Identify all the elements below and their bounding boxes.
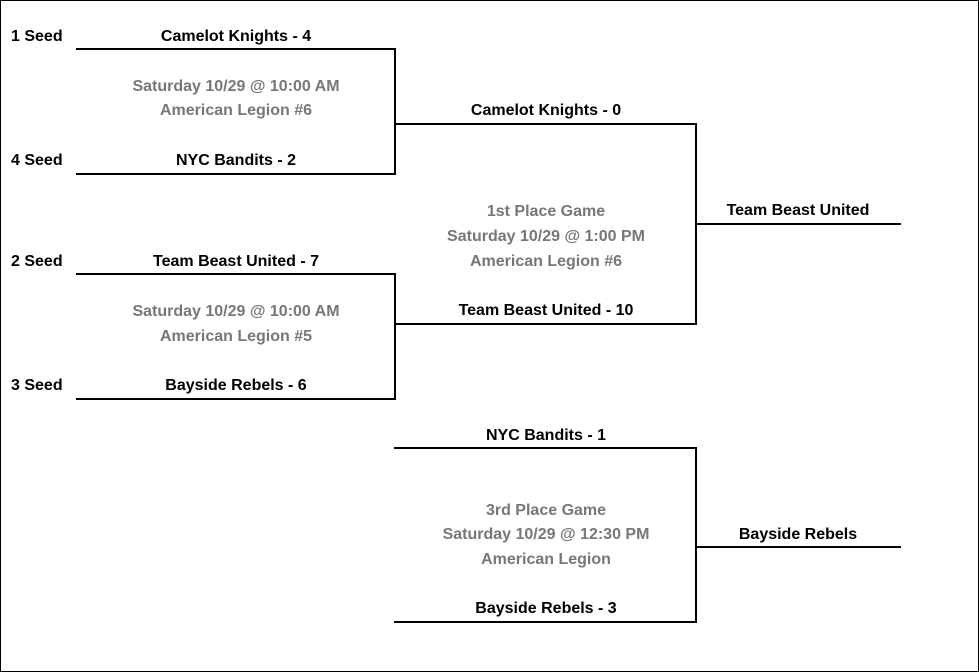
- third-place-winner-line: [695, 546, 901, 548]
- final-title: 1st Place Game: [486, 203, 606, 220]
- third-place-winner-label: Bayside Rebels: [738, 526, 858, 543]
- third-place-date: Saturday 10/29 @ 12:30 PM: [442, 526, 650, 543]
- semifinal-2-top-team: Team Beast United - 7: [153, 253, 319, 270]
- final-winner-line: [695, 223, 901, 225]
- third-place-top-line: [394, 447, 697, 449]
- semifinal-1-connector: [394, 48, 396, 175]
- final-bottom-team: Team Beast United - 10: [458, 302, 634, 319]
- third-place-title: 3rd Place Game: [485, 502, 607, 519]
- semifinal-2-connector: [394, 273, 396, 400]
- third-place-top-team: NYC Bandits - 1: [485, 427, 607, 444]
- final-bottom-line: [394, 323, 697, 325]
- semifinal-2-bottom-line: [76, 398, 396, 400]
- semifinal-1-top-line: [76, 48, 396, 50]
- seed-label-3: 3 Seed: [11, 377, 63, 394]
- seed-label-4: 4 Seed: [11, 152, 63, 169]
- third-place-venue: American Legion: [481, 551, 611, 568]
- final-date: Saturday 10/29 @ 1:00 PM: [447, 228, 645, 245]
- semifinal-2-date: Saturday 10/29 @ 10:00 AM: [132, 303, 340, 320]
- semifinal-1-top-team: Camelot Knights - 4: [160, 28, 312, 45]
- semifinal-1-venue: American Legion #6: [159, 102, 313, 119]
- final-top-line: [394, 123, 697, 125]
- semifinal-2-bottom-team: Bayside Rebels - 6: [165, 377, 307, 394]
- semifinal-1-date: Saturday 10/29 @ 10:00 AM: [132, 78, 340, 95]
- semifinal-2-top-line: [76, 273, 396, 275]
- final-venue: American Legion #6: [469, 253, 623, 270]
- third-place-bottom-team: Bayside Rebels - 3: [475, 600, 617, 617]
- semifinal-2-venue: American Legion #5: [159, 328, 313, 345]
- third-place-bottom-line: [394, 621, 697, 623]
- final-top-team: Camelot Knights - 0: [470, 102, 622, 119]
- semifinal-1-bottom-team: NYC Bandits - 2: [175, 152, 297, 169]
- third-place-connector: [695, 447, 697, 623]
- champion-label: Team Beast United: [726, 202, 870, 219]
- semifinal-1-bottom-line: [76, 173, 396, 175]
- seed-label-2: 2 Seed: [11, 253, 63, 270]
- seed-label-1: 1 Seed: [11, 28, 63, 45]
